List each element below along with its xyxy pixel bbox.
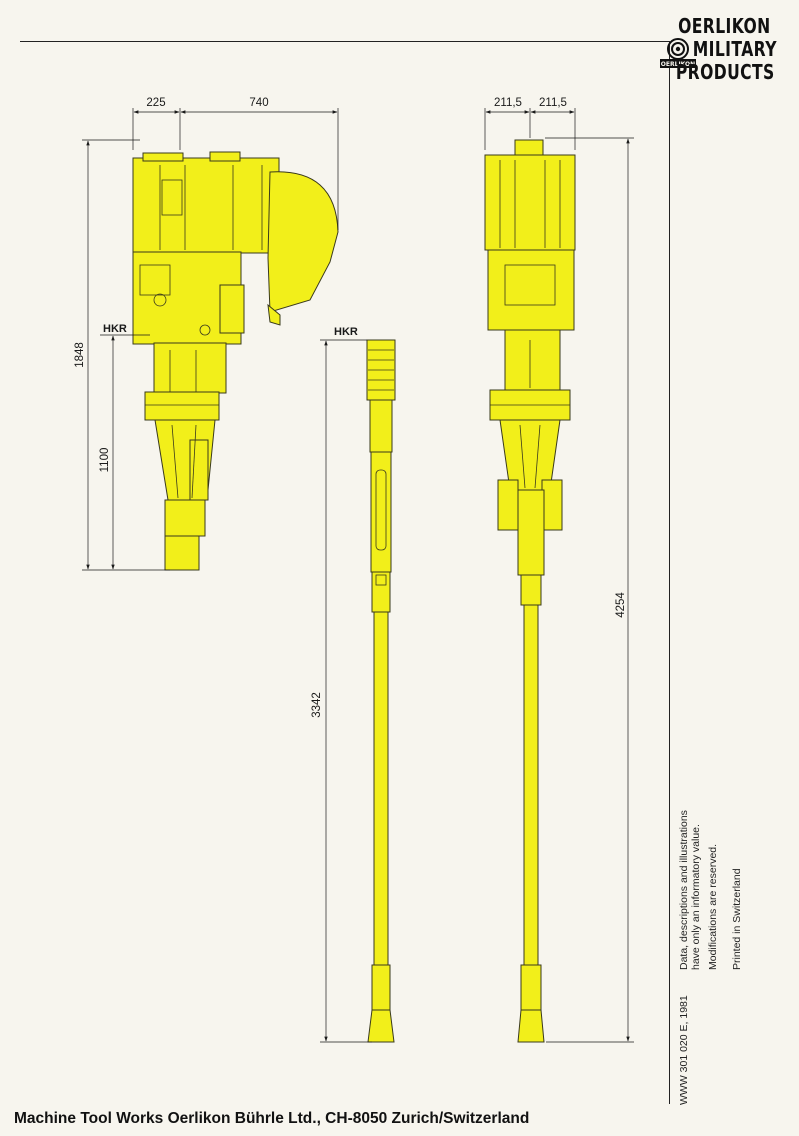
cradle-ring xyxy=(144,391,220,421)
top-receiver xyxy=(487,249,575,331)
logo-line-2: MILITARY xyxy=(692,37,777,61)
gun-top-view xyxy=(484,139,576,1043)
dim-211-5-left: 211,5 xyxy=(494,97,522,109)
dim-4254: 4254 xyxy=(615,592,627,618)
dim-3342: 3342 xyxy=(311,692,323,718)
hkr-label-barrel: HKR xyxy=(334,326,358,338)
feed-mechanism xyxy=(132,157,280,254)
barrel-details xyxy=(368,349,394,586)
modifications-note: Modifications are reserved. xyxy=(707,843,719,970)
company-footer: Machine Tool Works Oerlikon Bührle Ltd.,… xyxy=(14,1110,530,1127)
barrel-tube xyxy=(373,611,389,968)
dim-1848: 1848 xyxy=(74,342,86,368)
barrel xyxy=(366,339,396,1043)
top-view-dimension-lines xyxy=(484,108,634,1043)
top-feed-mechanism xyxy=(484,154,576,251)
disclaimer-line-1: Data, descriptions and illustrations xyxy=(678,810,690,970)
drawing-frame xyxy=(20,41,670,1104)
document-reference: WWW 301 020 E, 1981 xyxy=(678,995,690,1105)
side-view-dimension-lines xyxy=(82,108,339,571)
logo-mark-text: OERLIKON xyxy=(661,61,695,68)
logo-line-3: PRODUCTS xyxy=(676,60,775,84)
dim-225: 225 xyxy=(146,97,165,109)
top-view-details xyxy=(490,160,570,489)
feed-chute xyxy=(267,171,339,313)
oerlikon-roundel-icon: OERLIKON xyxy=(660,38,696,68)
gun-side-view xyxy=(132,151,339,571)
barrel-stub xyxy=(164,535,200,571)
top-barrel-tube xyxy=(523,604,539,966)
disclaimer-line-2: have only an informatory value. xyxy=(690,824,702,970)
dim-1100: 1100 xyxy=(99,448,111,473)
side-view-details xyxy=(139,165,263,499)
barrel-dimension-lines xyxy=(320,339,372,1043)
dim-740: 740 xyxy=(249,97,268,109)
logo-line-1: OERLIKON xyxy=(678,14,771,38)
dim-211-5-right: 211,5 xyxy=(539,97,567,109)
hkr-label-side: HKR xyxy=(103,323,127,335)
printed-note: Printed in Switzerland xyxy=(731,868,743,970)
oerlikon-military-products-logo: OERLIKON OERLIKON MILITARY PRODUCTS xyxy=(659,14,777,94)
